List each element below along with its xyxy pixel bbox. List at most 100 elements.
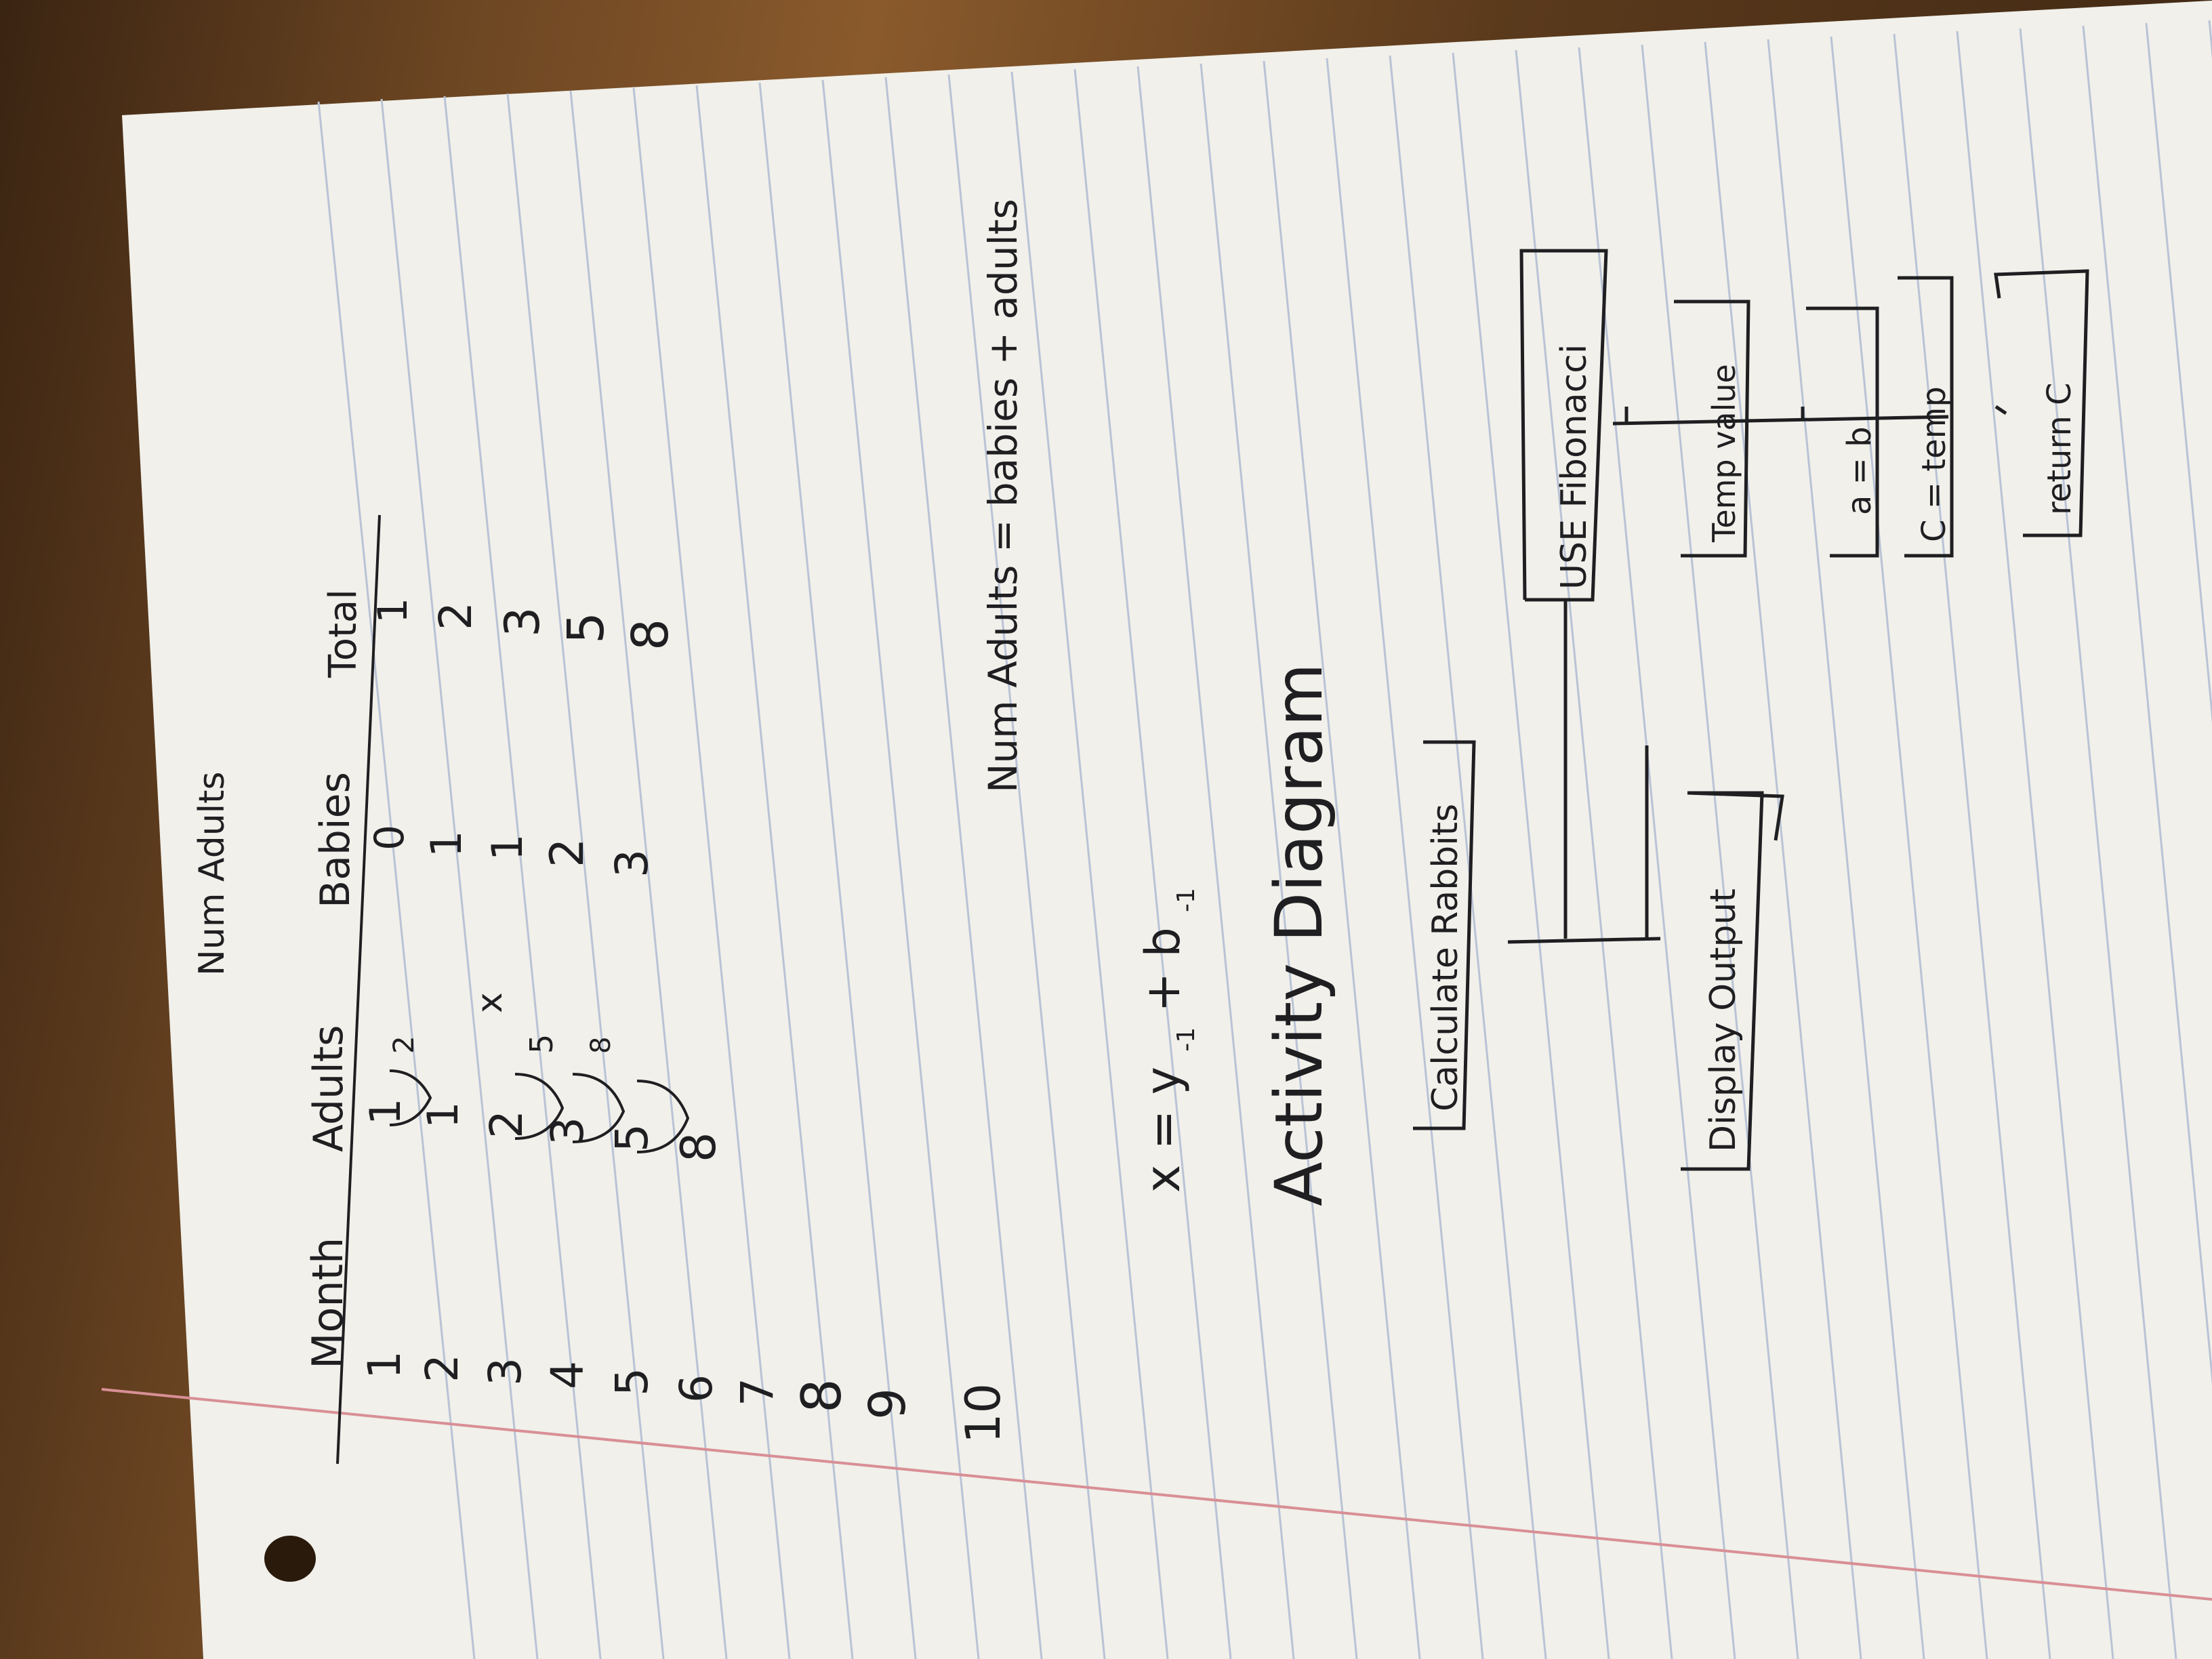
activity-diagram-title: Activity Diagram — [1261, 663, 1337, 1206]
notebook-paper — [122, 0, 2212, 1659]
babies-cell: 0 — [366, 825, 413, 851]
rule-line — [1389, 55, 1547, 1659]
rule-line — [1010, 71, 1169, 1659]
display-label: Display Output — [1703, 888, 1744, 1152]
punch-hole — [264, 1536, 316, 1582]
connector-calc-branch — [1507, 937, 1661, 944]
formula-subscript-2: -1 — [1172, 888, 1200, 912]
table-header-total: Total — [321, 589, 365, 678]
rule-line — [1956, 30, 2114, 1659]
activity-title-group: Activity Diagram — [1261, 663, 1337, 1206]
ruled-lines — [317, 20, 2212, 1659]
rule-line — [1830, 36, 1988, 1659]
rule-line — [380, 98, 539, 1659]
rule-line — [884, 77, 1043, 1659]
rule-line — [2019, 28, 2177, 1659]
svg-text:x = y -1 + b: x = y -1 + b -1 — [1135, 888, 1206, 1193]
table-header-adults: Adults — [305, 1025, 352, 1152]
return-label: return C — [2041, 382, 2078, 515]
month-cell: 6 — [670, 1374, 722, 1403]
month-cell: 9 — [859, 1388, 917, 1420]
total-cell: 2 — [430, 602, 482, 630]
addition-bracket — [572, 1073, 626, 1143]
babies-cell: 1 — [483, 834, 532, 861]
rule-line — [1073, 68, 1232, 1659]
display-box — [1681, 791, 1784, 1171]
month-cell: 2 — [416, 1354, 468, 1382]
formula-subscript-1: -1 — [1172, 1027, 1200, 1052]
assign-a-box — [1806, 306, 1879, 558]
rule-line — [1136, 66, 1295, 1659]
assign-c-box — [1898, 276, 1954, 558]
rule-line — [1641, 44, 1799, 1659]
month-cell: 10 — [956, 1383, 1011, 1443]
month-column: 1 2 3 4 5 6 7 8 9 10 — [359, 1351, 1011, 1443]
adults-cell: 5 — [606, 1124, 658, 1152]
table-header-underline — [336, 514, 381, 1465]
month-cell: 4 — [541, 1361, 594, 1389]
page-heading: Num Adults — [192, 771, 232, 976]
activity-labels: Calculate Rabbits Display Output USE Fib… — [1425, 344, 2078, 1152]
formula-lhs: x = y — [1135, 1067, 1191, 1193]
rabbit-table: Month Adults Babies Total 1 2 3 4 5 6 7 … — [303, 514, 1011, 1465]
formula-plus-b: + b — [1135, 927, 1191, 1012]
rule-line — [821, 79, 980, 1659]
recurrence-formula: x = y -1 + b -1 — [1135, 888, 1206, 1193]
rule-line — [1515, 49, 1673, 1659]
month-cell: 1 — [359, 1351, 411, 1379]
rule-line — [632, 87, 791, 1659]
activity-diagram — [1413, 249, 2089, 1171]
babies-cell: 3 — [606, 849, 658, 878]
relation-text: Num Adults = babies + adults — [980, 199, 1026, 793]
return-box — [1994, 269, 2089, 537]
rule-line — [1263, 60, 1421, 1659]
rule-line — [947, 74, 1106, 1659]
total-cell: 3 — [495, 607, 550, 637]
babies-cell: 2 — [541, 838, 594, 867]
connector-fib-branch — [1612, 415, 1949, 426]
rule-line — [1326, 58, 1484, 1659]
adults-annotation: 8 — [586, 1037, 617, 1054]
addition-bracket — [514, 1073, 565, 1140]
adults-cell: 2 — [480, 1110, 533, 1139]
fibonacci-label: USE Fibonacci — [1554, 344, 1595, 590]
adults-annotation: x — [470, 992, 510, 1013]
fibonacci-box — [1519, 249, 1608, 602]
adults-annotation: 5 — [523, 1034, 560, 1054]
relation-group: Num Adults = babies + adults — [980, 199, 1026, 793]
calculate-box — [1413, 740, 1476, 1130]
margin-line — [101, 1388, 2212, 1601]
rule-line — [1893, 33, 2051, 1659]
adults-cell: 8 — [671, 1132, 726, 1162]
rule-line — [569, 90, 728, 1659]
babies-column: 0 1 1 2 3 — [366, 825, 658, 878]
addition-bracket — [389, 1069, 432, 1126]
rule-line — [1452, 52, 1610, 1659]
table-header-babies: Babies — [312, 772, 359, 908]
month-cell: 8 — [790, 1378, 853, 1413]
connector-to-return — [1994, 405, 2007, 415]
addition-bracket — [636, 1080, 690, 1153]
rule-line — [506, 93, 665, 1659]
total-cell: 8 — [621, 619, 680, 651]
calculate-label: Calculate Rabbits — [1425, 804, 1466, 1111]
month-cell: 7 — [731, 1378, 783, 1406]
rule-line — [2082, 25, 2212, 1386]
rule-line — [1767, 39, 1925, 1659]
month-cell: 3 — [479, 1357, 531, 1386]
heading-group: Num Adults — [192, 771, 232, 976]
rule-line — [695, 85, 854, 1659]
rule-line — [317, 101, 476, 1659]
temp-box — [1674, 300, 1750, 558]
rule-line — [1704, 41, 1862, 1659]
adults-cell: 1 — [361, 1099, 410, 1125]
assign-a-label: a = b — [1841, 426, 1879, 515]
month-cell: 5 — [606, 1368, 658, 1396]
adults-annotation: 2 — [387, 1036, 420, 1054]
adults-column: 1 1 2 3 5 8 2 x 5 8 — [361, 992, 726, 1162]
assign-c-label: C = temp — [1915, 386, 1953, 542]
rule-line — [1200, 63, 1358, 1659]
total-cell: 5 — [557, 612, 615, 644]
temp-label: Temp value — [1706, 364, 1742, 543]
